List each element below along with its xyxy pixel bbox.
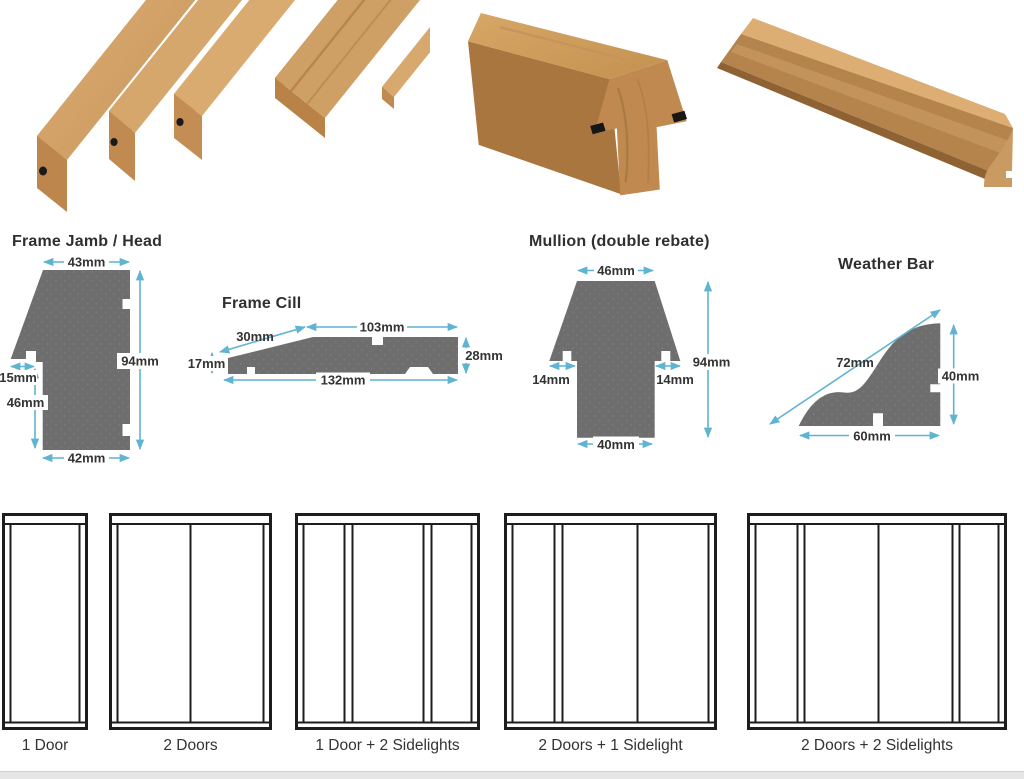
dim-top: 103mm [360,320,405,335]
frame-cill-drawing: 30mm 103mm 17mm 28mm 132mm [186,319,507,388]
weather-bar-photo-art [717,18,1013,187]
timber-bundle-art [37,0,430,212]
weather-bar-photo [705,8,1024,203]
dim-bottom: 40mm [597,437,635,452]
config-1-door [2,513,88,730]
frame-jamb-profile [10,270,131,450]
config-2-doors-2-sidelights [747,513,1007,730]
mullion-profile [549,281,681,438]
frame-jamb-diagram: Frame Jamb / Head 43mm [0,225,200,490]
dim-height: 94mm [121,354,159,369]
mullion-title: Mullion (double rebate) [529,233,710,250]
page-bottom-edge [0,771,1024,779]
dim-left-rebate: 14mm [532,372,570,387]
seal-dot [176,118,184,126]
mullion-photo-art [468,13,687,196]
dim-left: 17mm [188,356,226,371]
dim-height: 94mm [693,355,731,370]
dim-top: 46mm [597,263,635,278]
seal-dot [39,166,47,176]
seal-dot [110,138,118,146]
config-2-doors [109,513,272,730]
dim-right-rebate: 14mm [656,372,694,387]
config-label-2-doors: 2 Doors [163,737,218,754]
dim-right: 28mm [465,348,503,363]
weather-bar-drawing: 72mm 40mm 60mm [769,309,983,444]
dim-lower-left: 46mm [7,395,45,410]
weather-bar-diagram: Weather Bar 72mm 40mm 60mm [740,250,1024,450]
config-label-2-doors-1-sidelight: 2 Doors + 1 Sidelight [538,737,683,754]
dim-bottom: 132mm [321,373,366,388]
timber-board [109,0,243,181]
weather-bar-title: Weather Bar [838,256,935,273]
timber-bundle-photo [0,0,430,222]
timber-board [37,0,196,212]
config-2-doors-1-sidelight [504,513,717,730]
frame-cill-diagram: Frame Cill 30mm 103mm 17 [185,290,515,400]
dim-bottom: 60mm [853,429,891,444]
config-label-1-door-2-sidelights: 1 Door + 2 Sidelights [315,737,460,754]
frame-jamb-drawing: 43mm 94mm 15mm 46mm 42mm [0,254,163,466]
frame-jamb-title: Frame Jamb / Head [12,233,163,250]
config-1-door-2-sidelights [295,513,480,730]
weather-seal [671,110,687,123]
config-label-2-doors-2-sidelights: 2 Doors + 2 Sidelights [800,737,954,754]
mullion-profile-photo [468,6,693,206]
config-label-1-door: 1 Door [21,737,69,754]
timber-board [174,0,296,160]
dim-height: 40mm [942,369,980,384]
weather-bar-profile [798,323,941,426]
dim-slope: 30mm [236,329,274,344]
mullion-drawing: 46mm 14mm 14mm 94mm 40mm [532,263,735,452]
weather-seal [590,122,606,135]
dim-bottom: 42mm [68,451,106,466]
frame-cill-title: Frame Cill [222,295,302,312]
dim-rebate: 15mm [0,370,37,385]
dim-slope: 72mm [836,355,874,370]
mullion-diagram: Mullion (double rebate) 46mm 14mm [512,225,740,467]
timber-board [382,27,430,109]
dim-top: 43mm [68,255,106,270]
timber-board [275,0,420,138]
